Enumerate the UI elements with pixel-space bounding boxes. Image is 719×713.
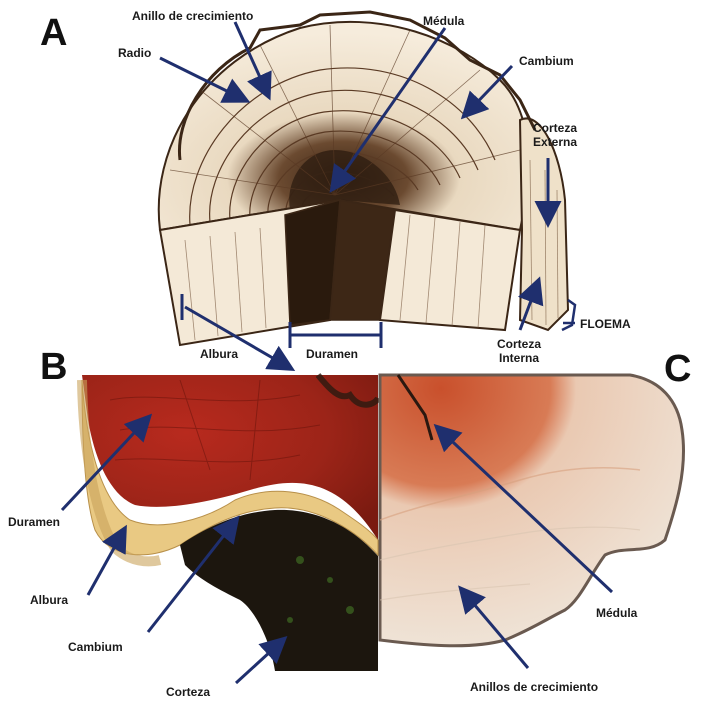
label-corteza-externa-line1: Corteza <box>526 122 584 136</box>
label-corteza-externa: Corteza Externa <box>526 122 584 150</box>
panel-c-photo <box>380 375 684 646</box>
bark-slab <box>520 118 568 330</box>
panel-b-photo <box>82 375 378 671</box>
label-cambium-b: Cambium <box>68 641 123 655</box>
label-corteza-externa-line2: Externa <box>526 136 584 150</box>
label-corteza-interna-line1: Corteza <box>488 338 550 352</box>
label-albura-a: Albura <box>200 348 238 362</box>
label-corteza-interna: Corteza Interna <box>488 338 550 366</box>
label-anillo-de-crecimiento: Anillo de crecimiento <box>132 10 253 24</box>
label-corteza-b: Corteza <box>166 686 210 700</box>
label-medula-c: Médula <box>596 607 637 621</box>
panel-a-illustration <box>159 12 568 345</box>
panel-letter-c: C <box>664 350 691 388</box>
label-duramen-a: Duramen <box>306 348 358 362</box>
label-albura-b: Albura <box>30 594 68 608</box>
label-cambium-a: Cambium <box>519 55 574 69</box>
label-floema: FLOEMA <box>580 318 631 332</box>
label-anillos-de-crecimiento: Anillos de crecimiento <box>470 681 598 695</box>
panel-letter-a: A <box>40 14 67 52</box>
label-corteza-interna-line2: Interna <box>488 352 550 366</box>
label-radio: Radio <box>118 47 151 61</box>
panel-letter-b: B <box>40 348 67 386</box>
label-medula-a: Médula <box>423 15 464 29</box>
label-duramen-b: Duramen <box>8 516 60 530</box>
